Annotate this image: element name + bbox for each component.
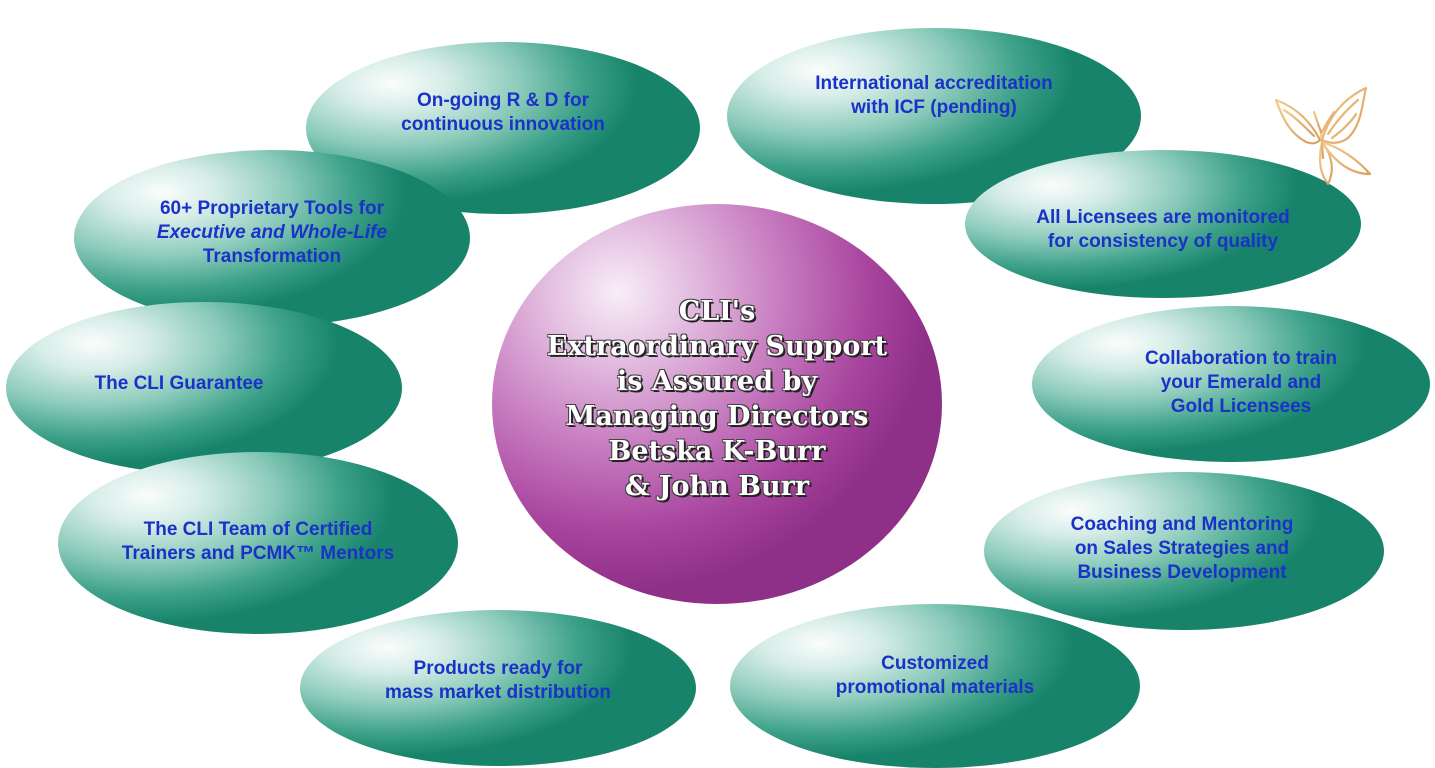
oval-team: The CLI Team of Certified Trainers and P… (58, 452, 458, 634)
oval-collab: Collaboration to train your Emerald and … (1032, 306, 1430, 462)
oval-products: Products ready for mass market distribut… (300, 610, 696, 766)
butterfly-icon (1274, 86, 1372, 186)
oval-licensees: All Licensees are monitored for consiste… (965, 150, 1361, 298)
oval-coaching-line: on Sales Strategies and (1074, 537, 1290, 559)
oval-licensees-line: for consistency of quality (1047, 231, 1279, 252)
oval-rd-line: continuous innovation (401, 114, 605, 135)
oval-products-line: mass market distribution (385, 682, 611, 703)
oval-promo-line: promotional materials (835, 677, 1035, 698)
oval-tools-line: Transformation (202, 246, 342, 267)
center-line: & John Burr (624, 471, 810, 502)
oval-tools-line: 60+ Proprietary Tools for (159, 198, 385, 219)
oval-team-line: The CLI Team of Certified (143, 518, 373, 540)
oval-coaching-line: Coaching and Mentoring (1070, 513, 1294, 535)
oval-promo: Customized promotional materials (730, 604, 1140, 768)
oval-collab-line: your Emerald and (1160, 371, 1322, 393)
oval-guarantee-line: The CLI Guarantee (94, 372, 264, 394)
oval-tools: 60+ Proprietary Tools for Executive and … (74, 150, 470, 326)
oval-coaching: Coaching and Mentoring on Sales Strategi… (984, 472, 1384, 630)
oval-collab-line: Collaboration to train (1144, 347, 1338, 369)
center-title: CLI's Extraordinary Support is Assured b… (547, 294, 887, 504)
oval-team-line: Trainers and PCMK™ Mentors (121, 542, 395, 564)
oval-tools-line: Executive and Whole-Life (157, 221, 387, 245)
center-line: Extraordinary Support (546, 331, 888, 362)
center-line: CLI's (678, 296, 756, 327)
center-circle: CLI's Extraordinary Support is Assured b… (492, 204, 942, 604)
oval-products-line: Products ready for (413, 658, 583, 679)
oval-tools-italic: Executive and Whole-Life (156, 222, 388, 243)
oval-icf-line: with ICF (pending) (851, 97, 1017, 118)
oval-rd-line: On-going R & D for (416, 90, 589, 111)
oval-guarantee: The CLI Guarantee (6, 302, 402, 474)
oval-promo-line: Customized (881, 653, 989, 674)
oval-icf-line: International accreditation (815, 73, 1053, 94)
oval-coaching-line: Business Development (1077, 561, 1287, 583)
oval-licensees-line: All Licensees are monitored (1036, 207, 1290, 228)
center-line: is Assured by (616, 366, 818, 397)
center-line: Betska K-Burr (608, 436, 826, 467)
center-line: Managing Directors (565, 401, 869, 432)
oval-collab-line: Gold Licensees (1170, 395, 1312, 417)
